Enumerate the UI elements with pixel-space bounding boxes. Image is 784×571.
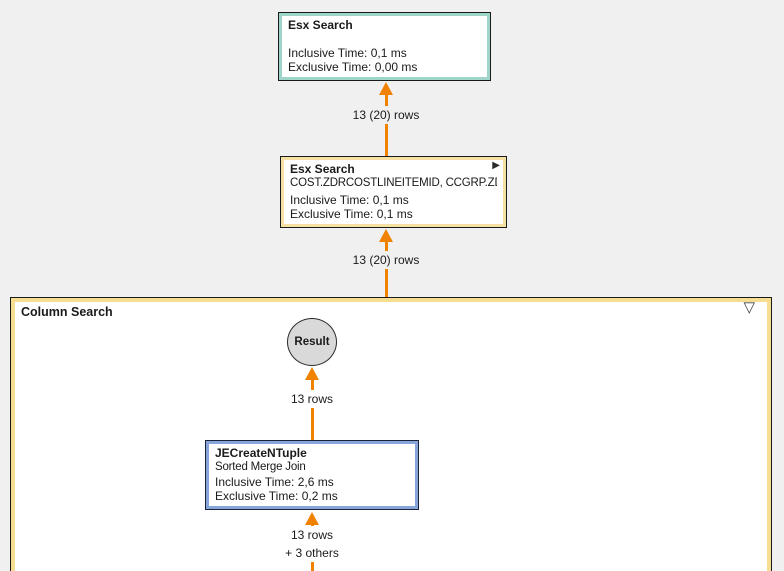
node-jecreatentuple[interactable]: JECreateNTuple Sorted Merge Join Inclusi… [205, 440, 419, 510]
node-title: JECreateNTuple [215, 446, 307, 460]
node-title: Esx Search [290, 162, 355, 176]
edge-esxmid-to-esxtop: 13 (20) rows [349, 82, 423, 156]
arrowhead-up-icon [305, 367, 319, 380]
node-subtitle: COST.ZDRCOSTLINEITEMID, CCGRP.ZD... [290, 177, 497, 189]
arrowhead-up-icon [379, 82, 393, 95]
node-header: JECreateNTuple Sorted Merge Join [215, 446, 409, 474]
node-esx-search-mid[interactable]: Esx Search COST.ZDRCOSTLINEITEMID, CCGRP… [280, 156, 507, 228]
group-title: Column Search [21, 305, 113, 319]
edge-line [310, 376, 314, 440]
group-column-search-body: Column Search ▽ [15, 299, 767, 571]
edge-jectuple-to-result: 13 rows [287, 367, 337, 440]
node-body: JECreateNTuple Sorted Merge Join Inclusi… [209, 444, 415, 506]
edge-others-label: + 3 others [282, 544, 342, 562]
node-body: Esx Search Inclusive Time: 0,1 ms Exclus… [282, 16, 487, 77]
node-header: Esx Search COST.ZDRCOSTLINEITEMID, CCGRP… [290, 162, 497, 190]
result-node[interactable]: Result [287, 318, 337, 366]
node-title: Esx Search [288, 18, 353, 32]
edge-rowcount-label: 13 rows [287, 390, 337, 408]
node-times: Inclusive Time: 0,1 ms Exclusive Time: 0… [288, 46, 481, 74]
node-body: Esx Search COST.ZDRCOSTLINEITEMID, CCGRP… [284, 160, 503, 224]
inclusive-time: Inclusive Time: 0,1 ms [288, 46, 407, 60]
exclusive-time: Exclusive Time: 0,2 ms [215, 489, 338, 503]
exclusive-time: Exclusive Time: 0,1 ms [290, 207, 413, 221]
exclusive-time: Exclusive Time: 0,00 ms [288, 60, 418, 74]
node-times: Inclusive Time: 0,1 ms Exclusive Time: 0… [290, 193, 497, 221]
group-column-search[interactable]: Column Search ▽ [10, 297, 772, 571]
edge-rowcount-label: 13 (20) rows [349, 106, 423, 124]
edge-rowcount-label: 13 rows [287, 526, 337, 544]
inclusive-time: Inclusive Time: 2,6 ms [215, 475, 334, 489]
edge-rowcount-label: 13 (20) rows [349, 251, 423, 269]
edge-columnsearch-to-esxmid: 13 (20) rows [349, 229, 423, 297]
expand-play-icon[interactable]: ▶ [492, 160, 500, 171]
collapse-triangle-icon[interactable]: ▽ [743, 299, 755, 316]
arrowhead-up-icon [305, 512, 319, 525]
edge-children-to-jectuple: 13 rows + 3 others [282, 512, 342, 571]
node-esx-search-top[interactable]: Esx Search Inclusive Time: 0,1 ms Exclus… [278, 12, 491, 81]
node-times: Inclusive Time: 2,6 ms Exclusive Time: 0… [215, 475, 409, 503]
arrowhead-up-icon [379, 229, 393, 242]
node-subtitle: Sorted Merge Join [215, 461, 306, 473]
inclusive-time: Inclusive Time: 0,1 ms [290, 193, 409, 207]
result-label: Result [294, 336, 330, 348]
